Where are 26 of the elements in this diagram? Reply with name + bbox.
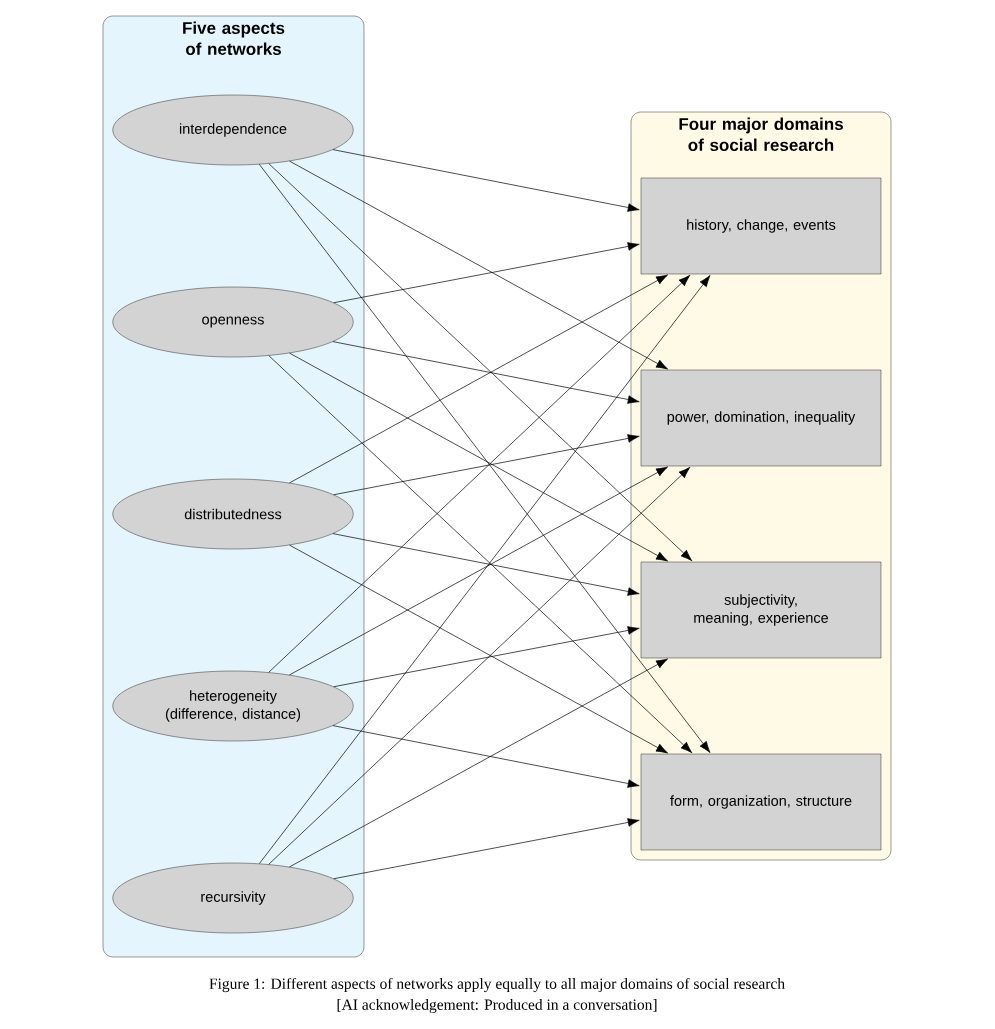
arrow	[289, 658, 668, 868]
acknowledgement-note: [AI acknowledgement: Produced in a conversation]	[337, 998, 657, 1014]
domain-box: subjectivity, meaning, experience	[640, 561, 882, 659]
figure-caption: Figure 1: Different aspects of networks apply equally to all major domains of social research	[209, 977, 785, 993]
arrow	[258, 164, 711, 753]
arrow	[332, 533, 640, 596]
arrow	[268, 163, 693, 562]
arrow	[332, 149, 640, 212]
arrow	[333, 626, 640, 688]
arrow	[268, 355, 693, 754]
arrow	[289, 352, 668, 562]
arrow	[333, 434, 640, 496]
arrow	[332, 725, 640, 788]
domain-box: form, organization, structure	[640, 753, 882, 851]
arrow	[289, 274, 668, 484]
arrow	[268, 466, 691, 865]
arrow	[289, 544, 668, 754]
domain-box: history, change, events	[640, 177, 882, 275]
domain-box: power, domination, inequality	[640, 369, 882, 467]
arrow	[289, 466, 668, 676]
arrow	[258, 275, 711, 864]
arrow	[332, 341, 640, 404]
arrow	[289, 160, 668, 370]
arrow	[333, 818, 640, 880]
arrow	[268, 274, 691, 673]
arrow	[333, 242, 640, 304]
